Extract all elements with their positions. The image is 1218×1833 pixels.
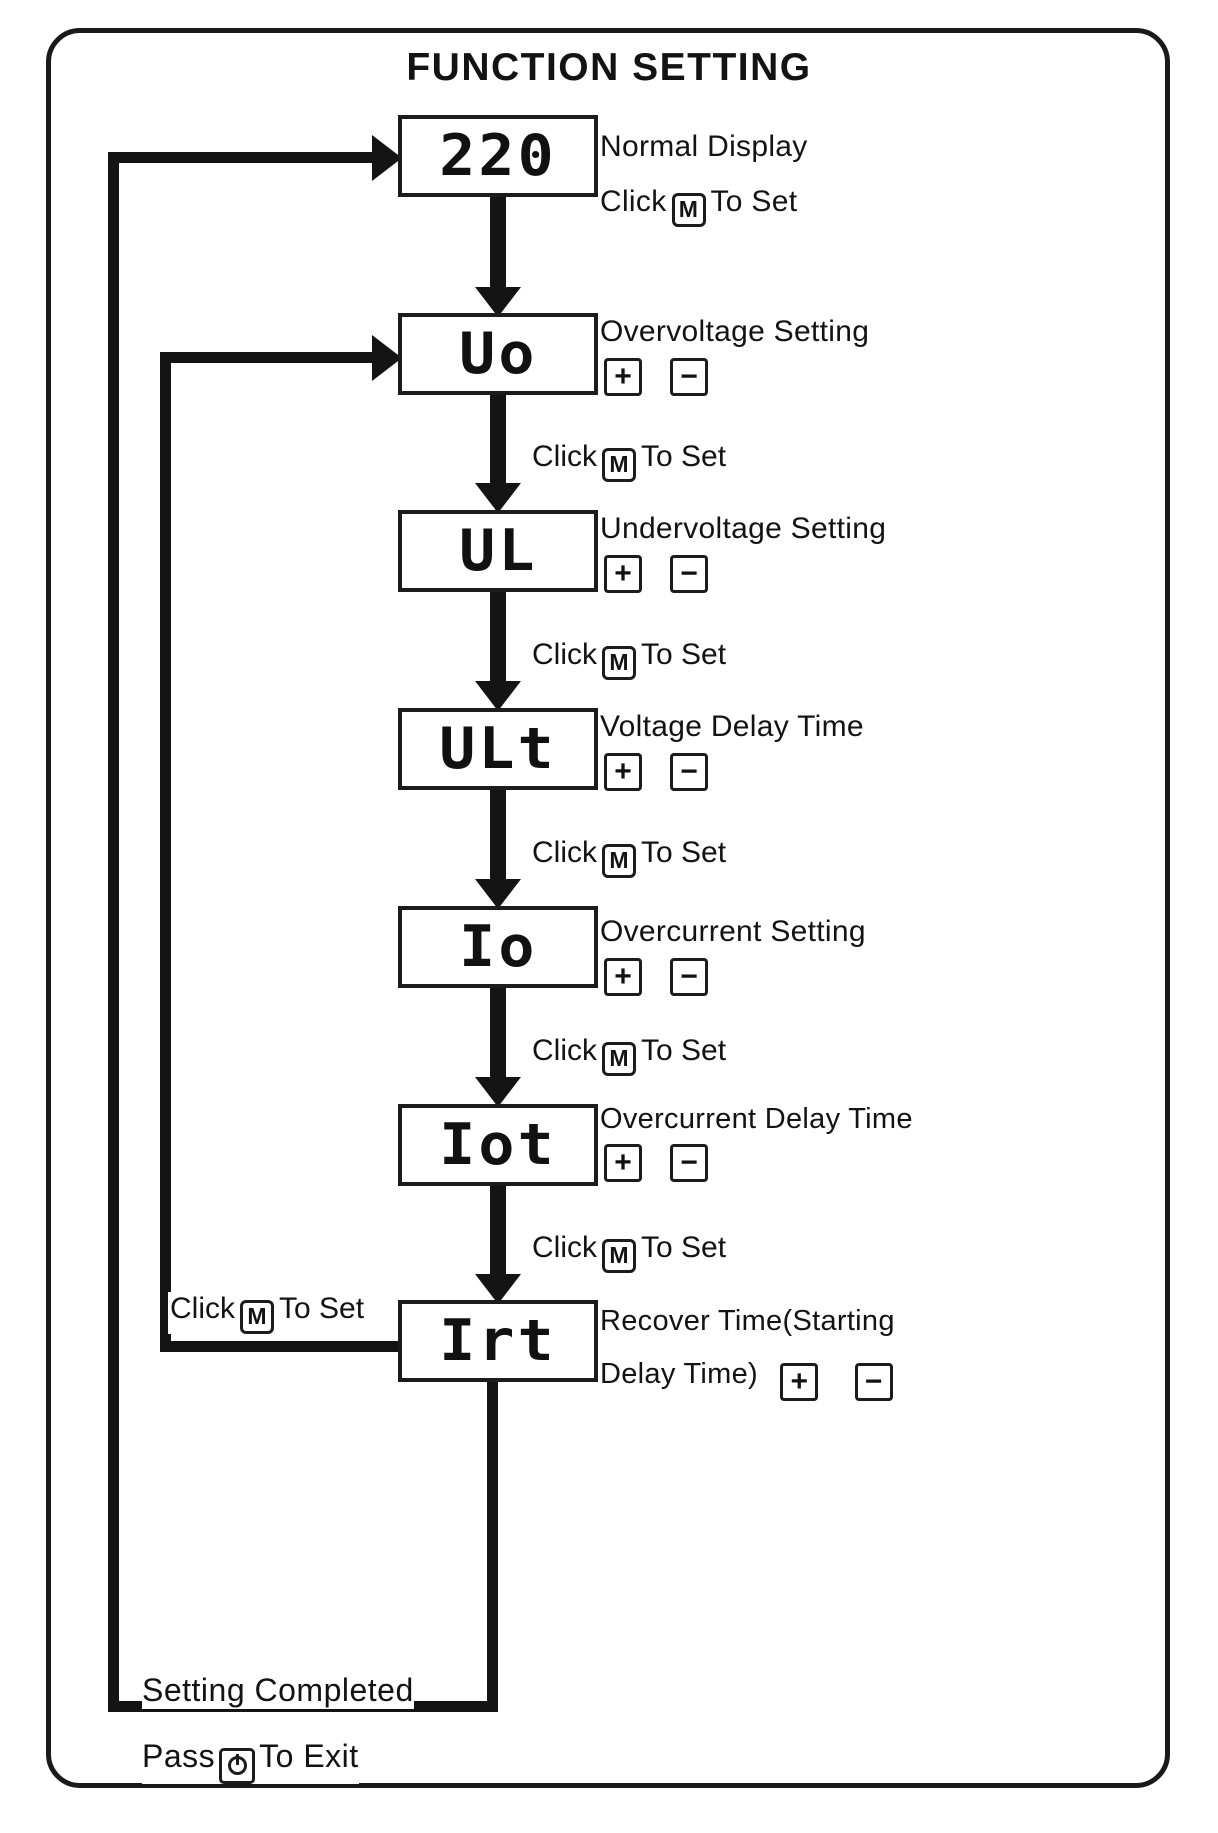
arrow-shaft-3 (490, 790, 506, 890)
arrow-head-2 (475, 681, 521, 711)
plus-button-1[interactable]: + (604, 358, 642, 396)
label-overcurrent-delay: Overcurrent Delay Time (600, 1103, 913, 1135)
power-symbol-icon (227, 1754, 247, 1775)
plus-button-3[interactable]: + (604, 753, 642, 791)
to-set-text-3: To Set (641, 836, 727, 869)
to-set-text-4: To Set (641, 1034, 727, 1067)
display-value-overcurrent-delay: Iot (439, 1111, 557, 1178)
to-exit-text: To Exit (259, 1738, 359, 1774)
display-voltage-delay: ULt (398, 708, 598, 790)
adjust-buttons-overcurrent: + − (604, 958, 708, 996)
click-text-2: Click (532, 638, 597, 671)
arrow-shaft-1 (490, 395, 506, 495)
to-set-text-0: To Set (710, 185, 798, 218)
label-recover-time: Recover Time(Starting (600, 1305, 895, 1337)
arrow-shaft-0 (490, 197, 506, 302)
mode-key-icon-loop[interactable]: M (240, 1299, 274, 1334)
mode-key-icon-4[interactable]: M (602, 1041, 636, 1076)
minus-button-5[interactable]: − (670, 1144, 708, 1182)
plus-button-2[interactable]: + (604, 555, 642, 593)
display-value-overcurrent: Io (458, 913, 538, 980)
plus-button-5[interactable]: + (604, 1144, 642, 1182)
click-text-0: Click (600, 185, 667, 218)
display-overvoltage: Uo (398, 313, 598, 395)
return-path-outer-vertical (108, 152, 119, 1712)
display-value-undervoltage: UL (458, 517, 538, 584)
minus-button-3[interactable]: − (670, 753, 708, 791)
display-value-recover-time: Irt (439, 1307, 557, 1374)
label-undervoltage: Undervoltage Setting (600, 512, 887, 545)
adjust-buttons-overcurrent-delay: + − (604, 1144, 708, 1182)
exit-path-vertical (487, 1382, 498, 1707)
display-value-overvoltage: Uo (458, 320, 538, 387)
return-path-inner-vertical (160, 352, 171, 1352)
page-title: FUNCTION SETTING (406, 46, 812, 89)
to-set-text-5: To Set (641, 1231, 727, 1264)
click-text-1: Click (532, 440, 597, 473)
minus-button-2[interactable]: − (670, 555, 708, 593)
to-set-text-1: To Set (641, 440, 727, 473)
display-recover-time: Irt (398, 1300, 598, 1382)
adjust-buttons-voltage-delay: + − (604, 753, 708, 791)
display-overcurrent: Io (398, 906, 598, 988)
mode-key-icon-2[interactable]: M (602, 645, 636, 680)
adjust-buttons-undervoltage: + − (604, 555, 708, 593)
arrow-head-4 (475, 1077, 521, 1107)
to-set-text-2: To Set (641, 638, 727, 671)
arrow-head-3 (475, 879, 521, 909)
minus-button-4[interactable]: − (670, 958, 708, 996)
return-path-inner-top (160, 352, 378, 363)
minus-button-6[interactable]: − (854, 1363, 893, 1401)
adjust-buttons-overvoltage: + − (604, 358, 708, 396)
label-voltage-delay: Voltage Delay Time (600, 710, 864, 743)
arrow-shaft-4 (490, 988, 506, 1088)
click-text-4: Click (532, 1034, 597, 1067)
label-overcurrent: Overcurrent Setting (600, 915, 866, 948)
display-value-normal: 220 (439, 122, 557, 189)
click-text-5: Click (532, 1231, 597, 1264)
click-text-3: Click (532, 836, 597, 869)
recover-time-line2-text: Delay Time) (600, 1358, 758, 1390)
plus-button-4[interactable]: + (604, 958, 642, 996)
pass-text: Pass (142, 1738, 216, 1774)
display-value-voltage-delay: ULt (439, 715, 557, 782)
arrow-head-0 (475, 287, 521, 317)
mode-key-icon-3[interactable]: M (602, 843, 636, 878)
mode-key-icon-0[interactable]: M (671, 192, 706, 227)
minus-button-1[interactable]: − (670, 358, 708, 396)
label-recover-time-line2: Delay Time) + − (600, 1358, 893, 1401)
arrow-shaft-2 (490, 592, 506, 692)
display-normal: 220 (398, 115, 598, 197)
display-overcurrent-delay: Iot (398, 1104, 598, 1186)
plus-button-6[interactable]: + (780, 1363, 819, 1401)
to-set-text-loop: To Set (279, 1292, 365, 1325)
display-undervoltage: UL (398, 510, 598, 592)
power-key-icon[interactable] (219, 1747, 256, 1784)
mode-key-icon-5[interactable]: M (602, 1238, 636, 1273)
exit-instruction: Pass To Exit (142, 1738, 359, 1784)
label-overvoltage: Overvoltage Setting (600, 315, 870, 348)
return-arrow-to-normal-display (372, 135, 402, 181)
diagram-frame (46, 28, 1170, 1788)
arrow-head-5 (475, 1274, 521, 1304)
arrow-shaft-5 (490, 1186, 506, 1286)
mode-key-icon-1[interactable]: M (602, 447, 636, 482)
return-path-inner-bottom (160, 1341, 500, 1352)
label-normal-display: Normal Display (600, 130, 808, 163)
setting-completed-text: Setting Completed (142, 1672, 414, 1709)
return-path-outer-top (108, 152, 378, 163)
click-text-loop: Click (170, 1292, 235, 1325)
return-arrow-to-overvoltage (372, 335, 402, 381)
arrow-head-1 (475, 483, 521, 513)
